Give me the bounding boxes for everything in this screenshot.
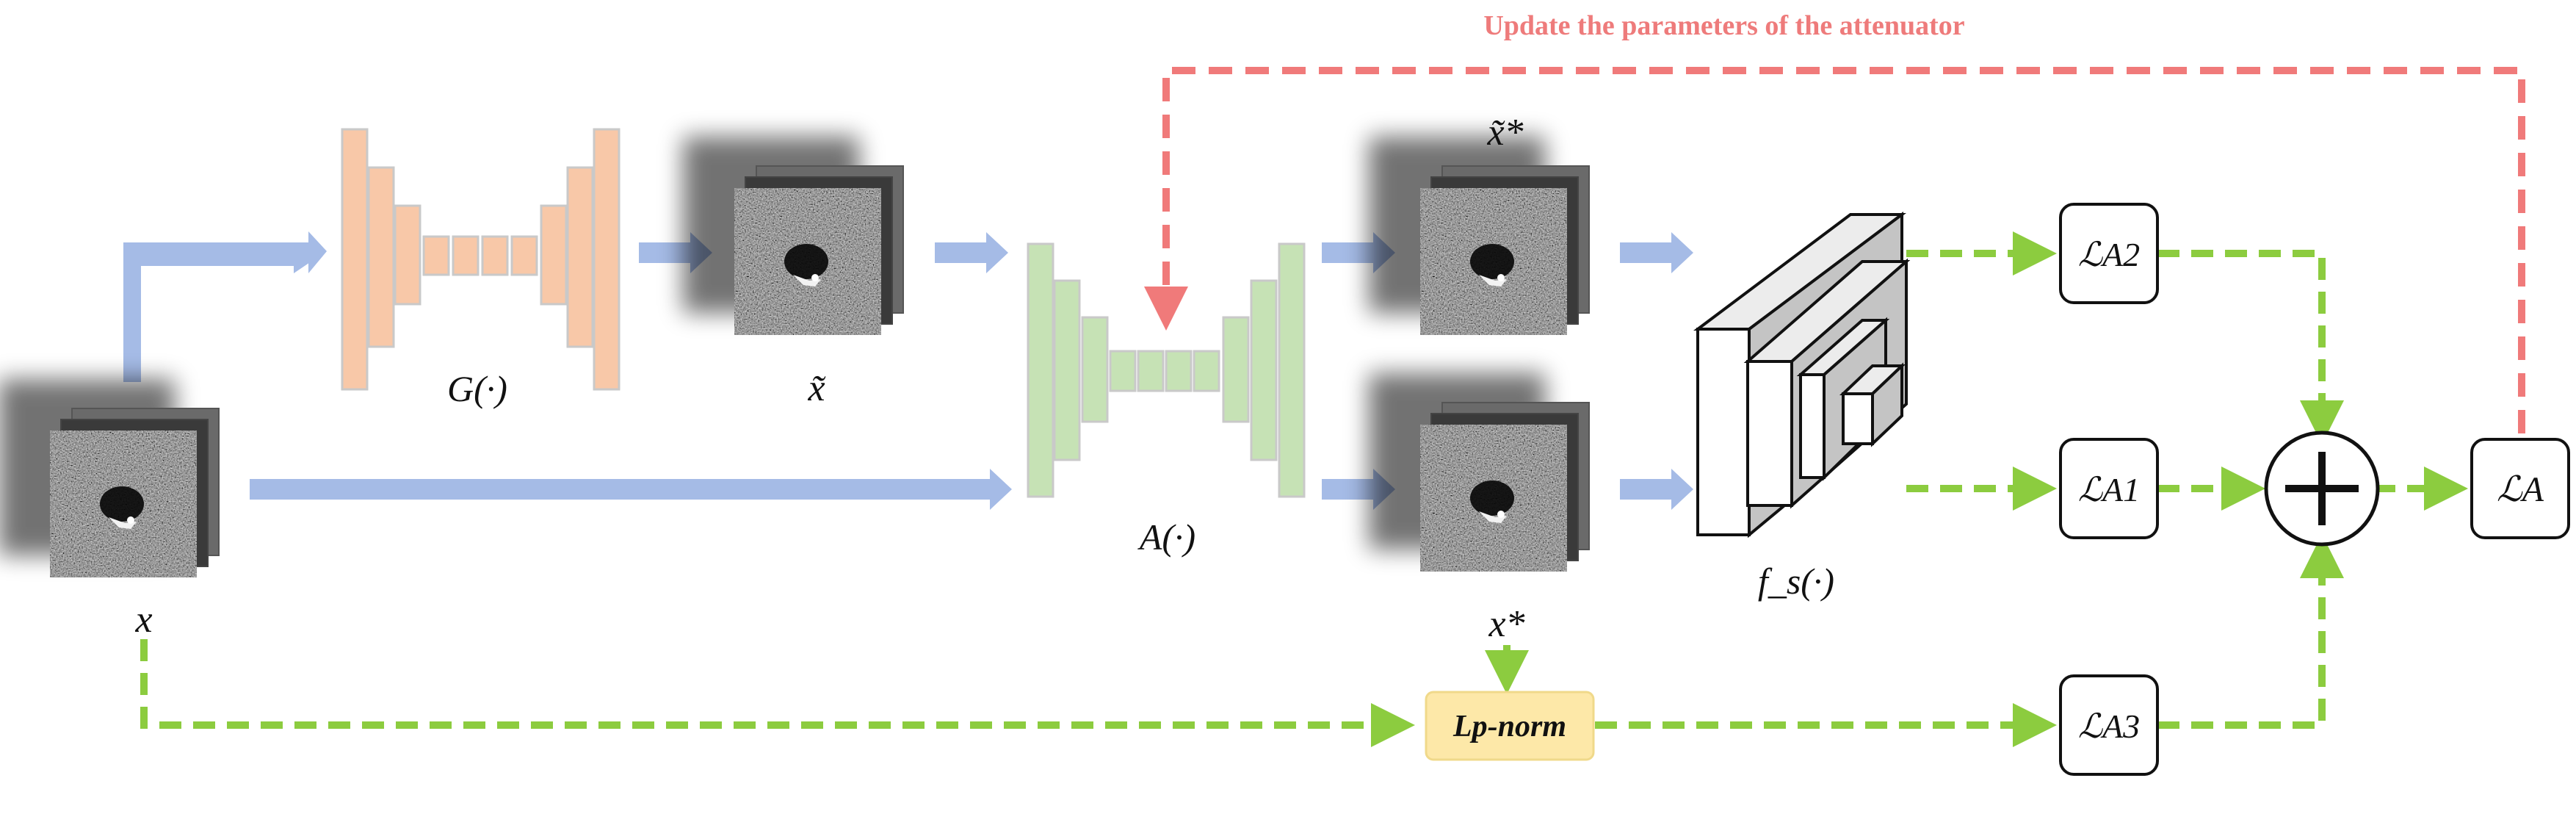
feedback-loop-arrow (1144, 67, 2525, 433)
sum-node (2264, 431, 2380, 547)
x-to-generator-arrow (123, 246, 323, 382)
loss-la1-label: ℒA1 (2078, 471, 2140, 508)
loss-la2-box: ℒA2 (2059, 203, 2159, 304)
loss-la1-box: ℒA1 (2059, 438, 2159, 539)
xtilde-star-to-surrogate-arrow (1620, 232, 1693, 273)
loss-la2-label: ℒA2 (2078, 236, 2140, 273)
update-title: Update the parameters of the attenuator (1483, 10, 1964, 41)
surrogate-network (1693, 212, 1911, 539)
lp-norm-box: Lp-norm (1425, 691, 1595, 761)
x-to-lpnorm-arrow (140, 639, 1415, 747)
x-to-attenuator-arrow (250, 469, 1012, 510)
la3-to-sum-arrow (2157, 534, 2344, 729)
generator-label: G(·) (447, 368, 507, 409)
attenuated-generated-label: x̃* (1486, 112, 1523, 154)
input-image-x (0, 379, 219, 577)
loss-la-box: ℒA (2470, 438, 2570, 539)
generated-image-xtilde (683, 137, 903, 335)
loss-la3-label: ℒA3 (2078, 707, 2140, 745)
attenuator-network (1027, 242, 1306, 498)
attenuated-input-image (1369, 373, 1589, 572)
loss-la3-box: ℒA3 (2059, 674, 2159, 776)
loss-la-label: ℒA (2497, 470, 2544, 509)
xtilde-to-attenuator-arrow (935, 232, 1008, 273)
attenuated-input-label: x* (1488, 603, 1524, 645)
lp-norm-label: Lp-norm (1452, 710, 1566, 743)
input-label: x (134, 599, 152, 641)
attenuator-label: A(·) (1137, 516, 1195, 558)
surrogate-block-4 (1839, 362, 1906, 447)
la2-to-sum-arrow (2157, 250, 2344, 444)
generated-label: x̃ (807, 367, 825, 409)
green-dashed-arrows (140, 231, 2468, 747)
surrogate-label: f_s(·) (1758, 561, 1834, 602)
generator-network (341, 128, 621, 391)
attenuated-generated-image (1369, 137, 1589, 335)
xstar-to-surrogate-arrow (1620, 469, 1693, 510)
